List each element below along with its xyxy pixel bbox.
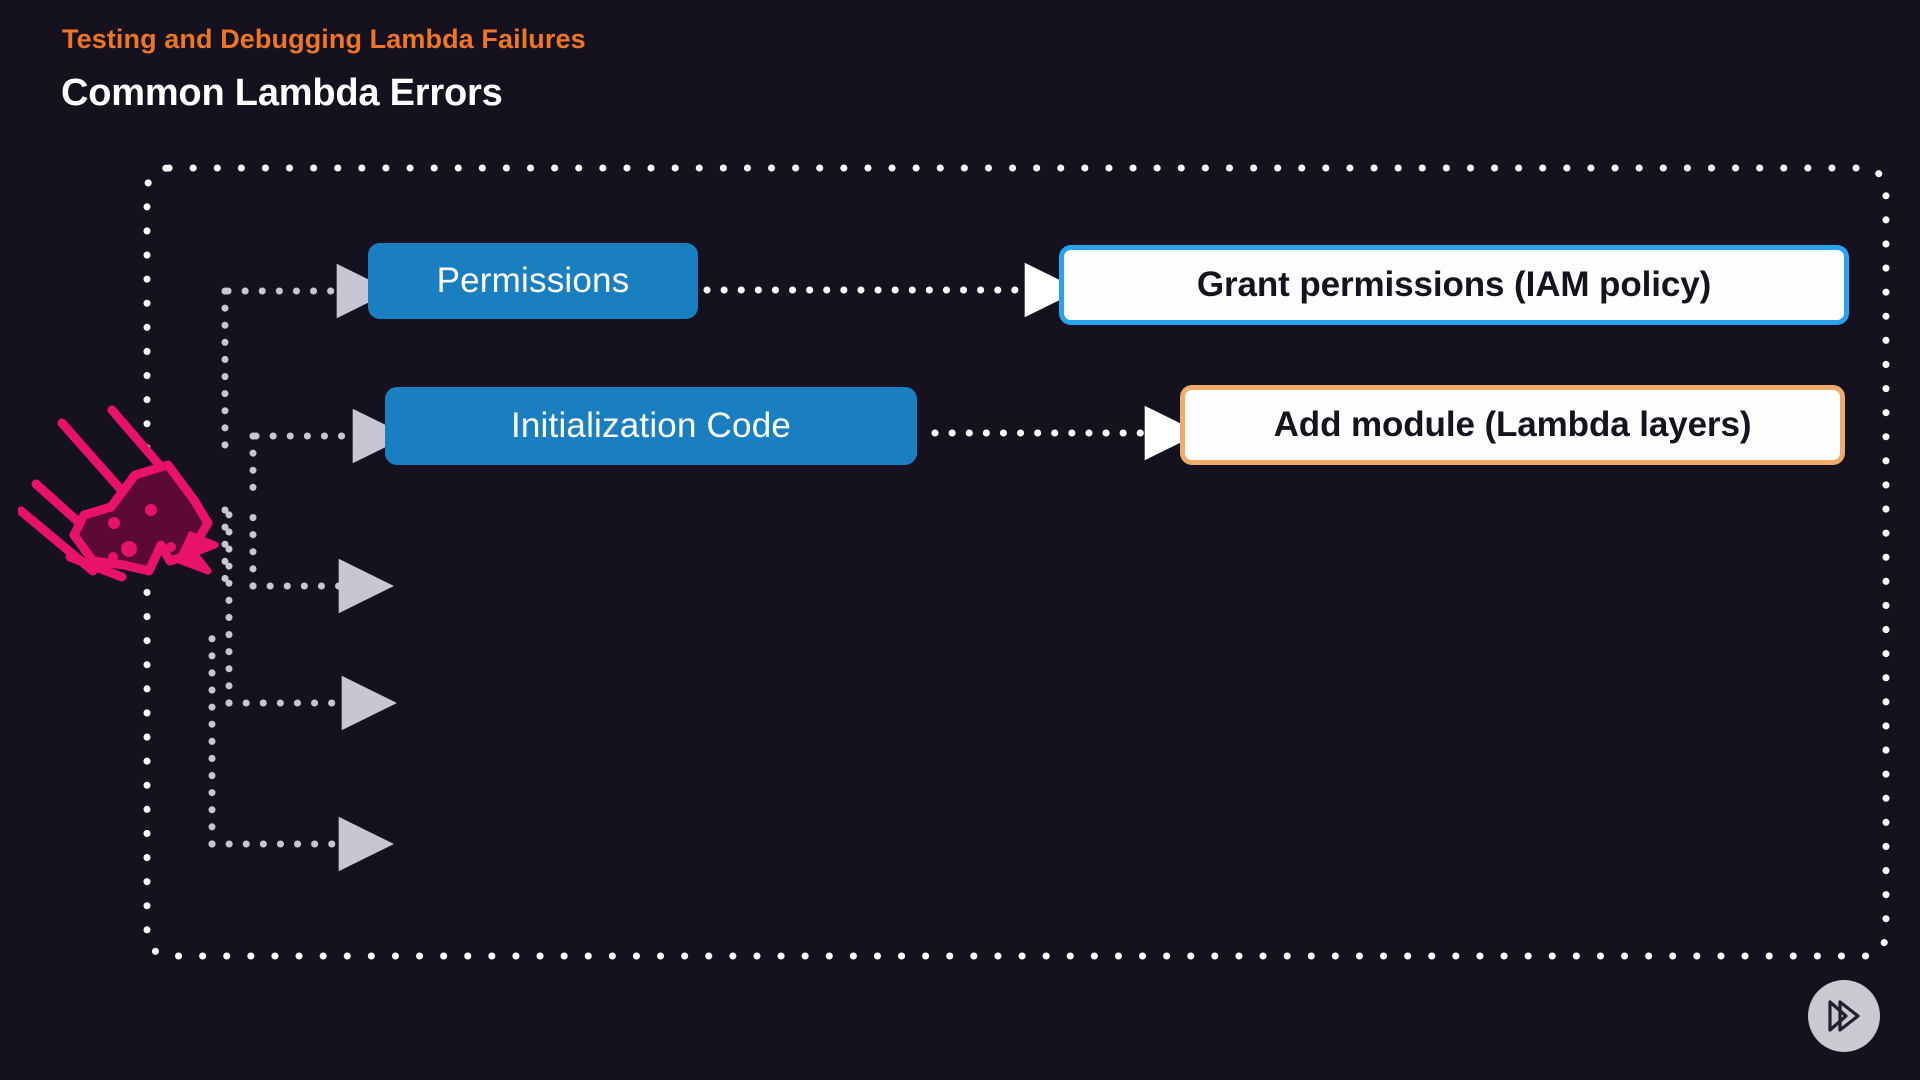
- play-forward-icon: [1828, 1000, 1860, 1032]
- page-title: Common Lambda Errors: [61, 72, 503, 114]
- error-node-permissions-label: Permissions: [436, 261, 630, 300]
- remediation-card-grant-permissions-label: Grant permissions (IAM policy): [1196, 265, 1712, 304]
- remediation-card-add-module[interactable]: Add module (Lambda layers): [1180, 385, 1845, 465]
- error-node-permissions[interactable]: Permissions: [368, 243, 698, 319]
- remediation-card-grant-permissions[interactable]: Grant permissions (IAM policy): [1059, 245, 1849, 325]
- meteor-icon: [18, 405, 219, 582]
- remediation-card-add-module-label: Add module (Lambda layers): [1273, 405, 1752, 444]
- play-forward-button[interactable]: [1808, 980, 1880, 1052]
- error-node-initialization-code[interactable]: Initialization Code: [385, 387, 917, 465]
- slide-eyebrow: Testing and Debugging Lambda Failures: [62, 24, 586, 54]
- error-node-initialization-code-label: Initialization Code: [510, 406, 792, 445]
